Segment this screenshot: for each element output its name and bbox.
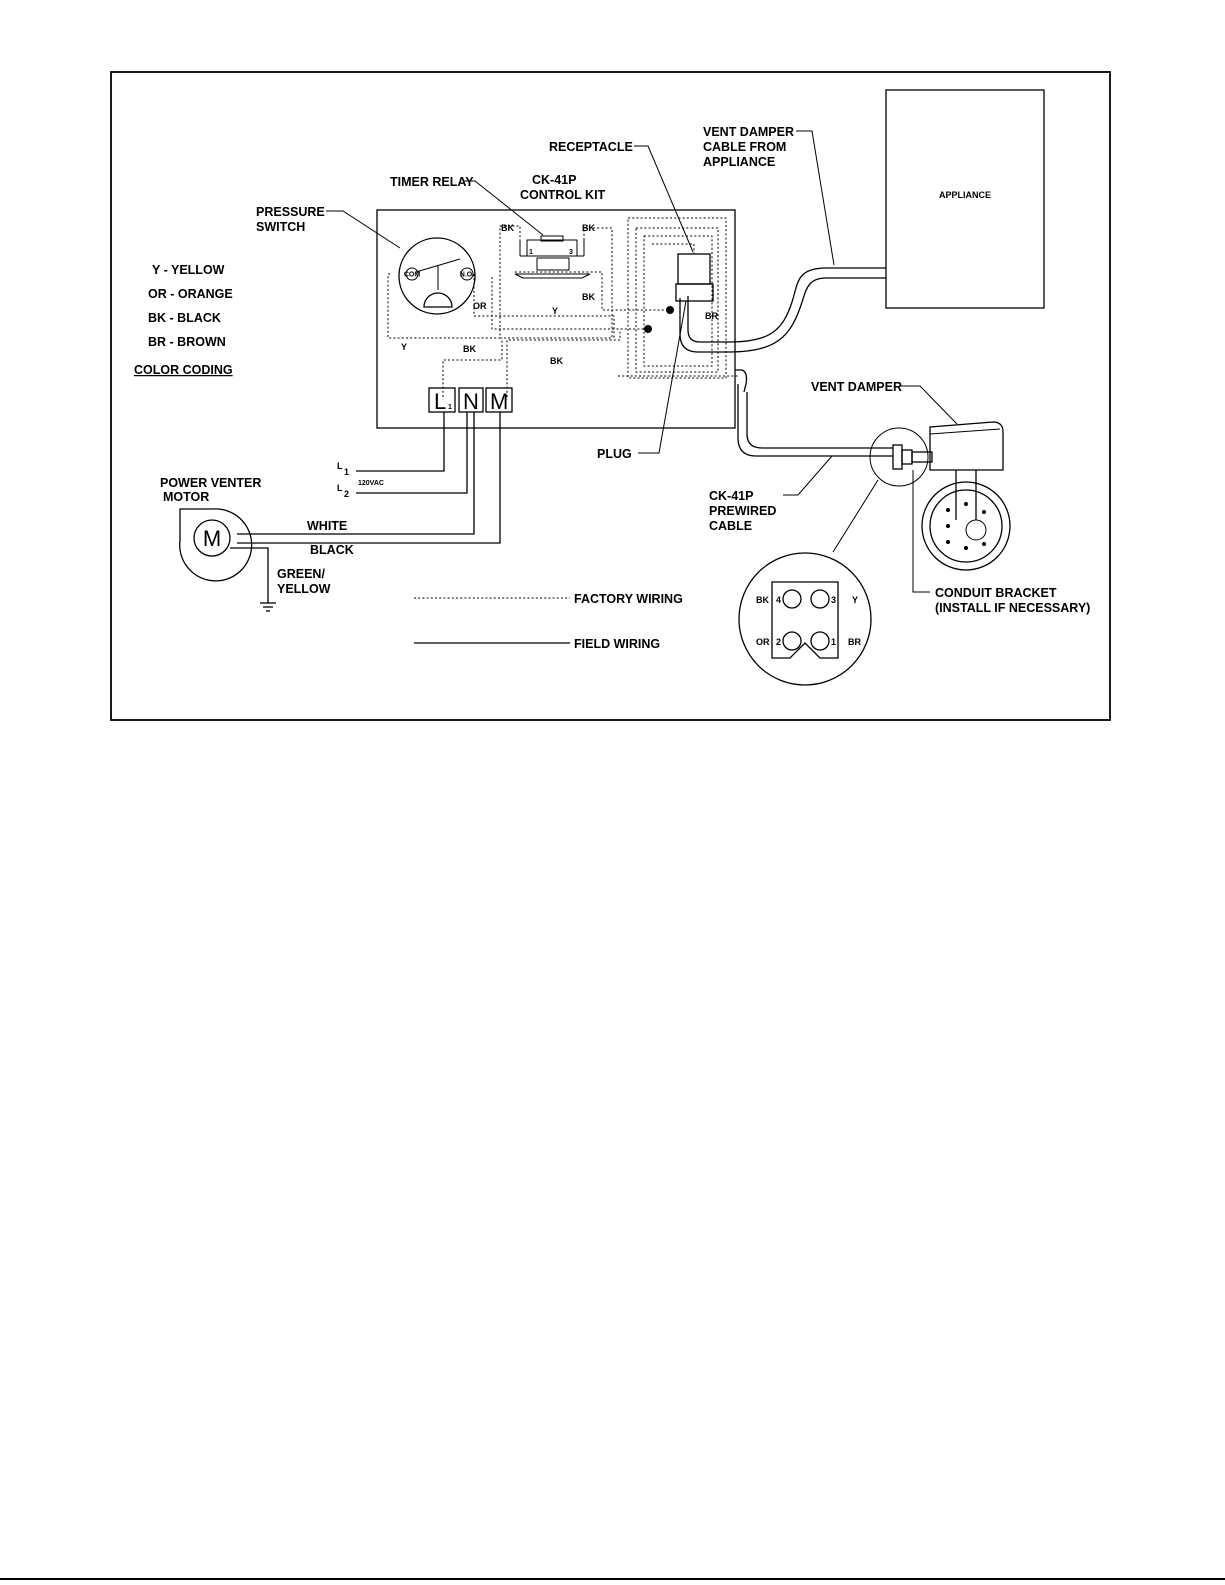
conduit-bracket-label-2: (INSTALL IF NECESSARY) (935, 601, 1090, 615)
receptacle-label: RECEPTACLE (549, 140, 633, 154)
wire-code-y-left: Y (401, 342, 407, 352)
conduit-bracket-label: CONDUIT BRACKET (935, 586, 1057, 600)
receptacle (675, 253, 714, 302)
wire-code-bk-relay-left: BK (501, 223, 514, 233)
wire-code-y-mid: Y (552, 306, 558, 316)
legend-heading: COLOR CODING (134, 363, 233, 377)
terminal-m: M (490, 389, 508, 414)
wire-white-label: WHITE (307, 519, 347, 533)
appliance-box (885, 89, 1045, 309)
vent-damper-cable (687, 267, 886, 343)
prewired-cable (735, 369, 893, 457)
pin-1: 1 (831, 637, 836, 647)
supply-l2-sub: 2 (344, 489, 349, 499)
wire-code-bk-relay-right: BK (582, 223, 595, 233)
pin-4: 4 (776, 595, 781, 605)
control-kit-label: CK-41P (532, 173, 576, 187)
prewired-cable-label: CK-41P (709, 489, 753, 503)
switch-no-mark: N.O. (460, 272, 474, 279)
pressure-switch: COM N.O. (398, 237, 476, 315)
factory-wiring-label: FACTORY WIRING (574, 592, 683, 606)
prewired-cable-label-3: CABLE (709, 519, 752, 533)
wire-code-or: OR (473, 301, 487, 311)
relay-pin-1: 1 (529, 249, 533, 256)
field-wiring-label: FIELD WIRING (574, 637, 660, 651)
ground-label: GREEN/ (277, 567, 325, 581)
supply-l2: L (337, 483, 343, 493)
appliance-label: APPLIANCE (939, 190, 991, 200)
color-legend: Y - YELLOW OR - ORANGE BK - BLACK BR - B… (134, 263, 233, 377)
terminal-l-sub: 1 (448, 404, 452, 411)
motor-symbol: M (203, 526, 221, 551)
control-kit-box (376, 209, 736, 429)
wire-black-label: BLACK (310, 543, 354, 557)
pressure-switch-label: PRESSURE (256, 205, 325, 219)
pressure-switch-label-2: SWITCH (256, 220, 305, 234)
vent-damper-cable-label-3: APPLIANCE (703, 155, 775, 169)
legend-item-yellow: Y - YELLOW (152, 263, 225, 277)
factory-wiring-paths (387, 217, 738, 397)
pin-code-y: Y (852, 595, 858, 605)
junction-dot-2 (644, 325, 652, 333)
wire-code-bk-lower2: BK (550, 356, 563, 366)
supply-voltage: 120VAC (358, 480, 384, 487)
diagram-frame (110, 71, 1111, 721)
legend-item-orange: OR - ORANGE (148, 287, 233, 301)
plug-detail: BK 4 3 Y OR 2 1 BR (738, 552, 872, 686)
motor-label: POWER VENTER (160, 476, 261, 490)
pin-code-or: OR (756, 637, 770, 647)
terminal-n: N (463, 389, 479, 414)
ground-label-2: YELLOW (277, 582, 331, 596)
power-venter-motor: M (179, 508, 276, 612)
terminal-l: L (434, 389, 446, 414)
switch-com-mark: COM (404, 272, 421, 279)
timer-relay-label: TIMER RELAY (390, 175, 474, 189)
pin-code-bk: BK (756, 595, 769, 605)
wire-code-br: BR (705, 311, 718, 321)
supply-l1: L (337, 461, 343, 471)
timer-relay: 1 3 (514, 235, 591, 279)
legend-item-black: BK - BLACK (148, 311, 221, 325)
pin-3: 3 (831, 595, 836, 605)
relay-pin-3: 3 (569, 249, 573, 256)
pin-2: 2 (776, 637, 781, 647)
vent-damper-cable-label: VENT DAMPER (703, 125, 794, 139)
control-kit-label-2: CONTROL KIT (520, 188, 606, 202)
field-wiring-paths (237, 412, 501, 544)
plug-label: PLUG (597, 447, 632, 461)
motor-label-2: MOTOR (163, 490, 209, 504)
supply-l1-sub: 1 (344, 467, 349, 477)
vent-damper-cable-label-2: CABLE FROM (703, 140, 786, 154)
pin-code-br: BR (848, 637, 861, 647)
vent-damper (869, 421, 1011, 571)
wire-code-bk-side: BK (582, 292, 595, 302)
wire-code-bk-lower1: BK (463, 344, 476, 354)
prewired-cable-label-2: PREWIRED (709, 504, 776, 518)
junction-dot-1 (666, 306, 674, 314)
legend-item-brown: BR - BROWN (148, 335, 226, 349)
terminal-block: L 1 N M (428, 387, 513, 414)
page-bottom-rule (0, 1578, 1225, 1580)
vent-damper-label: VENT DAMPER (811, 380, 902, 394)
